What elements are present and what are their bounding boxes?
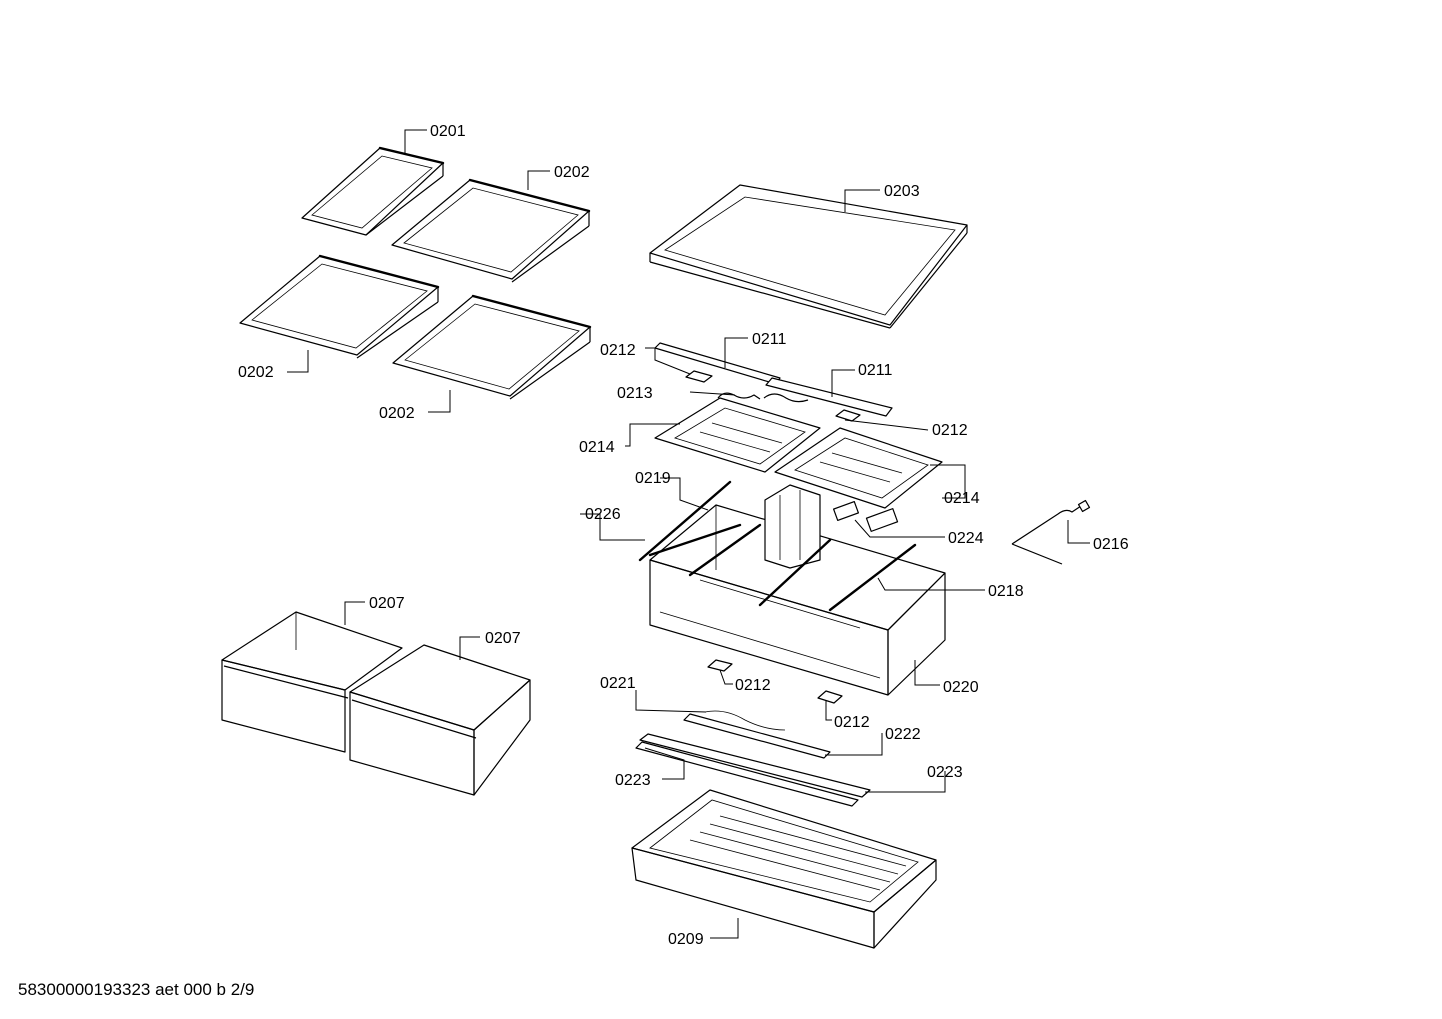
callout-0202: 0202 (379, 405, 415, 422)
callout-labels: 0201 0202 0203 0202 0202 0211 0211 0212 … (238, 123, 1129, 948)
part-0211-rails (654, 342, 893, 417)
callout-0211: 0211 (752, 331, 787, 348)
part-0224-duct (833, 500, 899, 532)
part-0223-profiles (635, 733, 871, 807)
part-0207-drawer-right (349, 644, 531, 796)
callout-0219: 0219 (635, 470, 671, 487)
part-0202-shelf-top-right (391, 178, 591, 283)
callout-0212: 0212 (932, 422, 968, 439)
callout-0221: 0221 (600, 675, 636, 692)
callout-0220: 0220 (943, 679, 979, 696)
callout-0223: 0223 (615, 772, 651, 789)
callout-0207: 0207 (485, 630, 521, 647)
part-0202-shelf-left (239, 254, 440, 359)
part-0207-drawer-left (221, 611, 403, 753)
callout-0212: 0212 (735, 677, 771, 694)
callout-0212: 0212 (600, 342, 636, 359)
callout-0211: 0211 (858, 362, 893, 379)
callout-0222: 0222 (885, 726, 921, 743)
callout-0214: 0214 (579, 439, 615, 456)
part-0203-shelf (649, 184, 968, 329)
leader-lines (287, 129, 1090, 939)
part-0212-clips (685, 370, 861, 704)
part-0214-grille-right (774, 427, 943, 509)
callout-0224: 0224 (948, 530, 984, 547)
part-0219-0226-rails (638, 480, 917, 612)
part-0201-shelf (301, 146, 445, 236)
callout-0207: 0207 (369, 595, 405, 612)
part-0214-grille-left (654, 397, 821, 473)
callout-0202: 0202 (554, 164, 590, 181)
part-0220-compartment (649, 484, 946, 696)
callout-0201: 0201 (430, 123, 466, 140)
callout-0218: 0218 (988, 583, 1024, 600)
callout-0213: 0213 (617, 385, 653, 402)
callout-0202: 0202 (238, 364, 274, 381)
callout-0203: 0203 (884, 183, 920, 200)
callout-0214: 0214 (944, 490, 980, 507)
part-0221-0222-strip (683, 710, 831, 759)
part-0202-shelf-bottom (392, 294, 592, 400)
callout-0223: 0223 (927, 764, 963, 781)
callout-0216: 0216 (1093, 536, 1129, 553)
callout-0209: 0209 (668, 931, 704, 948)
document-id: 58300000193323 aet 000 b 2/9 (18, 980, 255, 999)
part-0209-bin (631, 789, 937, 949)
part-0216-cable (1011, 499, 1091, 565)
callout-0226: 0226 (585, 506, 621, 523)
callout-0212: 0212 (834, 714, 870, 731)
